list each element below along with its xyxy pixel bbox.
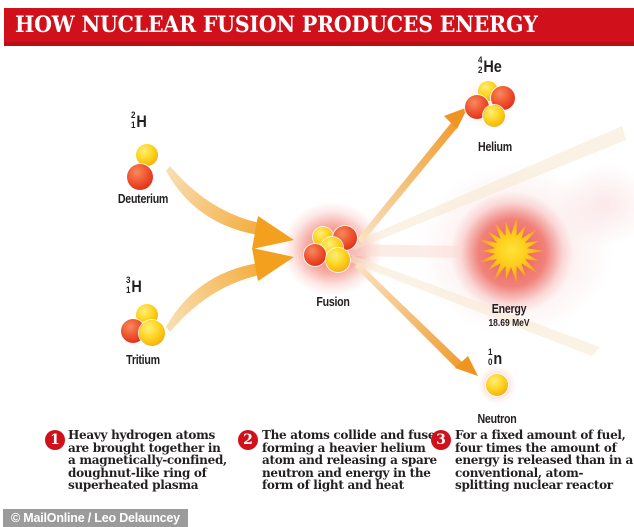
fusion-neutron-arrow: [355, 262, 462, 368]
tritium-atomic-number: 1: [126, 285, 131, 296]
helium-label: Helium: [478, 140, 512, 154]
deuterium-arrowhead: [252, 216, 294, 249]
deuterium-neutron-ball: [136, 144, 158, 166]
helium-mass-number: 4: [478, 55, 483, 66]
fusion-label: Fusion: [316, 295, 350, 309]
neutron-arrowhead: [455, 356, 478, 376]
neutron-ball: [486, 374, 508, 396]
tritium-arrowhead: [252, 248, 294, 281]
deuterium-symbol: 2 1 H: [131, 111, 147, 131]
fusion-ball-5: [326, 248, 350, 272]
tritium-mass-number: 3: [126, 275, 131, 286]
light-ray-upper: [352, 126, 626, 250]
helium-arrowhead: [444, 107, 468, 129]
deuterium-proton-ball: [127, 164, 153, 190]
helium-symbol: 4 2 He: [478, 56, 502, 76]
neutron-label: Neutron: [477, 412, 517, 426]
credit-text: © MailOnline / Leo Delauncey: [11, 511, 180, 525]
credit-badge: © MailOnline / Leo Delauncey: [3, 509, 188, 527]
step-2-badge: 2: [238, 430, 258, 450]
neutron-symbol: 1 0 n: [488, 348, 502, 368]
energy-label: Energy: [491, 302, 527, 316]
step-2-number: 2: [243, 432, 253, 448]
deuterium-label: Deuterium: [117, 192, 169, 206]
step-1-number: 1: [50, 432, 60, 448]
neutron-atomic-number: 0: [488, 357, 493, 368]
tritium-label: Tritium: [126, 353, 160, 367]
tritium-fusion-arrow: [166, 262, 270, 332]
energy-starburst: [479, 217, 544, 283]
helium-element-symbol: He: [483, 56, 502, 76]
tritium-symbol: 3 1 H: [126, 276, 142, 296]
helium-ball-4: [483, 105, 505, 127]
step-3-badge: 3: [431, 430, 451, 450]
step-3-number: 3: [436, 432, 446, 448]
light-ray-horizontal: [348, 244, 462, 258]
deuterium-atomic-number: 1: [131, 120, 136, 131]
step-1-badge: 1: [45, 430, 65, 450]
neutron-mass-number: 1: [488, 347, 493, 358]
tritium-ball-3: [139, 320, 165, 346]
fusion-helium-arrow: [357, 123, 457, 243]
step-3-text: For a fixed amount of fuel, four times t…: [455, 428, 634, 492]
step-1-text: Heavy hydrogen atoms are brought togethe…: [68, 428, 227, 492]
deuterium-mass-number: 2: [131, 110, 136, 121]
tritium-element-symbol: H: [131, 276, 142, 296]
header-bar: HOW NUCLEAR FUSION PRODUCES ENERGY: [4, 8, 634, 46]
page-title: HOW NUCLEAR FUSION PRODUCES ENERGY: [15, 12, 538, 38]
helium-atomic-number: 2: [478, 65, 483, 76]
energy-value: 18.69 MeV: [488, 318, 530, 329]
step-2-text: The atoms collide and fuse, forming a he…: [262, 428, 440, 492]
neutron-element-symbol: n: [493, 348, 503, 368]
fusion-ball-4: [304, 244, 326, 266]
deuterium-element-symbol: H: [136, 111, 147, 131]
light-ray-lower: [350, 255, 600, 356]
